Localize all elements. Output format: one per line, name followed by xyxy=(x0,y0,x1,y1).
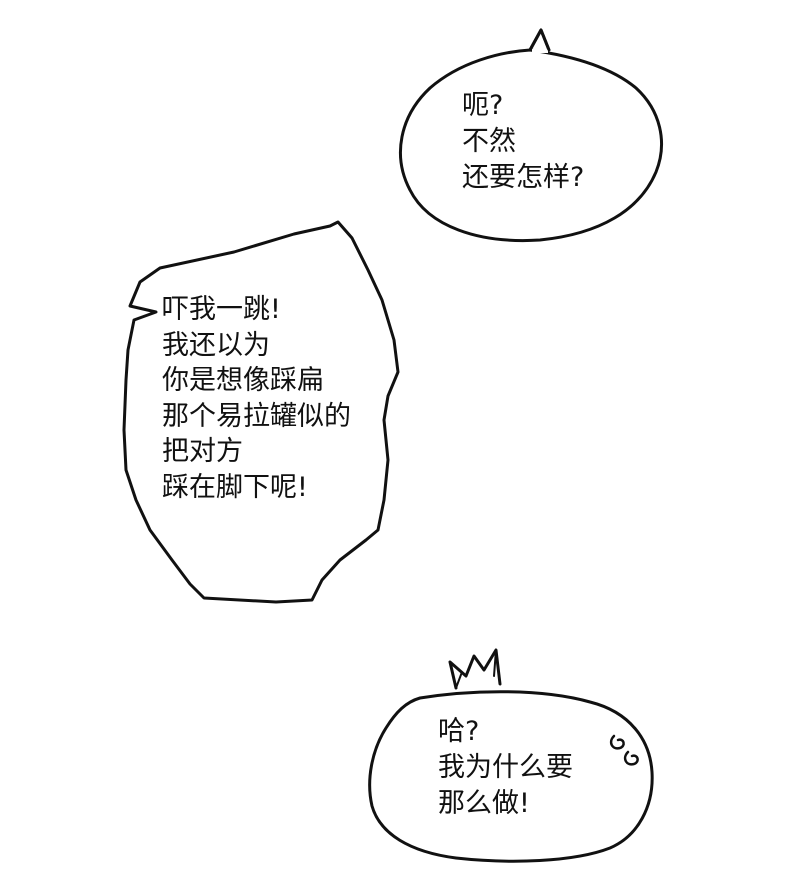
blob-bubble-text: 哈? 我为什么要 那么做! xyxy=(438,714,573,822)
bubble-line: 我为什么要 xyxy=(438,752,573,783)
blob-speech-bubble xyxy=(368,690,654,863)
bubble-line: 把对方 xyxy=(162,436,243,467)
bubble-line: 还要怎样? xyxy=(462,162,585,193)
swirl-mark-icon xyxy=(609,734,625,750)
jagged-bubble-text: 吓我一跳! 我还以为 你是想像踩扁 那个易拉罐似的 把对方 踩在脚下呢! xyxy=(162,292,351,505)
bubble-line: 哈? xyxy=(438,716,480,747)
oval-bubble-text: 呃? 不然 还要怎样? xyxy=(462,88,584,196)
bubble-line: 我还以为 xyxy=(162,329,270,361)
bubble-line: 不然 xyxy=(462,126,516,157)
bubble-line: 呃? xyxy=(462,90,504,121)
swirl-mark-icon xyxy=(623,750,639,766)
bubble-line: 那么做! xyxy=(438,788,530,819)
bubble-line: 你是想像踩扁 xyxy=(162,365,324,396)
bubble-line: 踩在脚下呢! xyxy=(162,471,308,503)
bubble-line: 吓我一跳! xyxy=(162,294,281,325)
bubble-line: 那个易拉罐似的 xyxy=(162,400,351,432)
jagged-speech-bubble xyxy=(122,220,400,604)
